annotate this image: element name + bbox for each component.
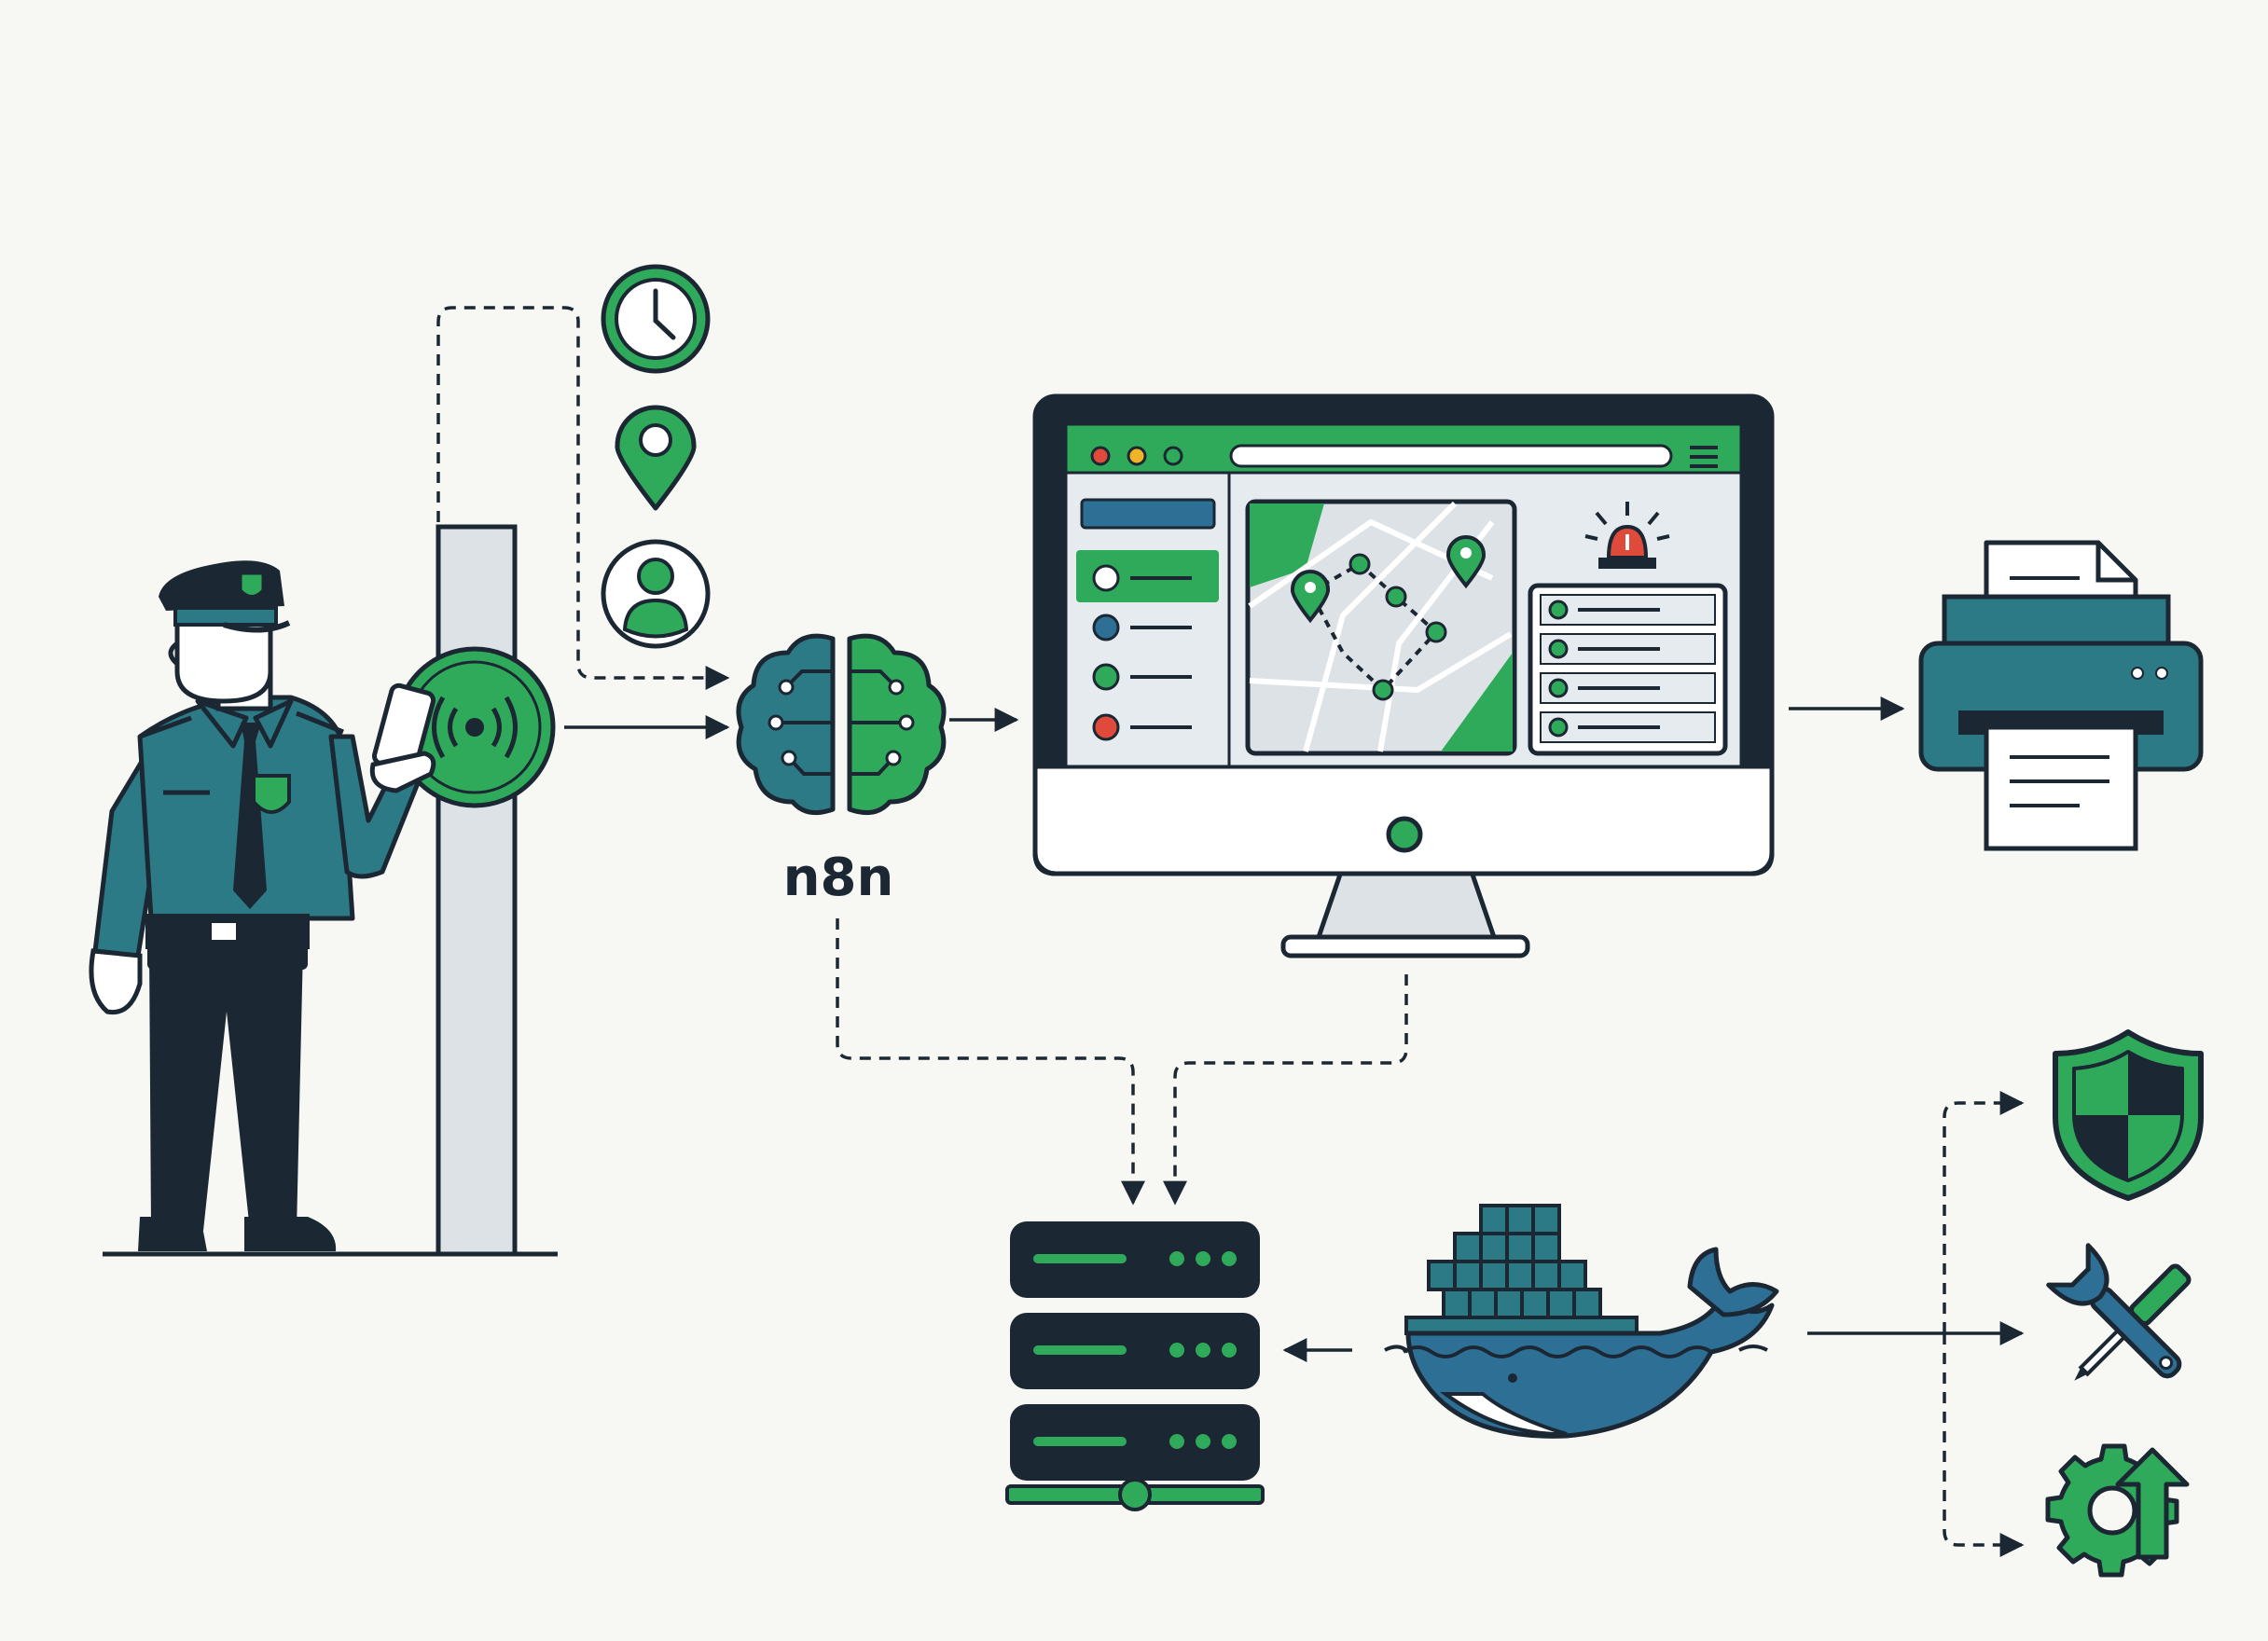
dashed-connector-to-gear — [1943, 1333, 2025, 1557]
user-icon — [601, 539, 711, 649]
dashed-connector-brain-to-server — [836, 918, 1145, 1206]
alarm-siren-icon — [1584, 502, 1670, 569]
phone-in-hand-icon — [369, 683, 436, 793]
docker-whale-icon — [1384, 1204, 1779, 1439]
clock-icon — [601, 264, 711, 374]
dashed-connector-post-to-brain — [436, 306, 730, 690]
tools-icon — [2046, 1243, 2192, 1381]
printer-icon — [1918, 540, 2204, 851]
workflow-engine-label: n8n — [783, 848, 894, 908]
gear-update-icon — [2045, 1443, 2190, 1578]
dashed-connector-monitor-to-server — [1163, 974, 1408, 1206]
shield-icon — [2053, 1029, 2204, 1201]
server-rack-icon — [1005, 1221, 1265, 1511]
checkpoint-post — [436, 524, 518, 1257]
dashed-connector-to-shield — [1943, 1091, 2025, 1333]
map-pin-icon — [615, 405, 697, 511]
brain-circuit-icon — [736, 633, 947, 816]
security-guard-illustration — [89, 560, 558, 1257]
monitor-dashboard-icon — [1032, 393, 1775, 958]
